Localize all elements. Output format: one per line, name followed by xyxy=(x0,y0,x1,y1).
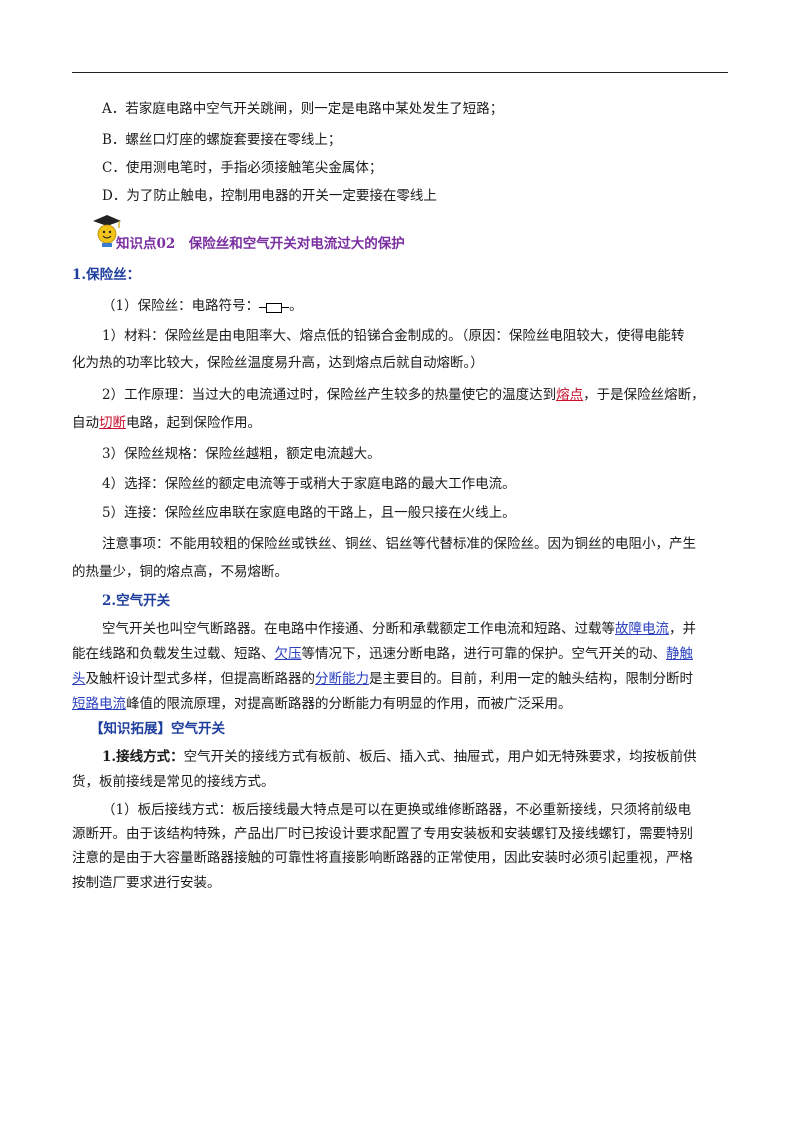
cut-off-link[interactable]: 切断 xyxy=(99,415,126,431)
fuse-select: 4）选择：保险丝的额定电流等于或稍大于家庭电路的最大工作电流。 xyxy=(102,476,516,492)
wiring-line-2: 货，板前接线是常见的接线方式。 xyxy=(72,774,275,790)
switch-line-4: 短路电流峰值的限流原理，对提高断路器的分断能力有明显的作用，而被广泛采用。 xyxy=(72,695,732,713)
fuse-principle-line-2: 自动切断电路，起到保险作用。 xyxy=(72,414,732,432)
wiring-text-1: 空气开关的接线方式有板前、板后、插入式、抽屉式，用户如无特殊要求，均按板前供 xyxy=(183,749,697,765)
static-contact-link[interactable]: 静触 xyxy=(666,646,693,662)
option-a: A．若家庭电路中空气开关跳闸，则一定是电路中某处发生了短路； xyxy=(102,101,504,117)
breaking-capacity-link[interactable]: 分断能力 xyxy=(315,671,369,687)
wiring-label: 1.接线方式： xyxy=(102,749,184,765)
fuse-principle-line-1: 2）工作原理：当过大的电流通过时，保险丝产生较多的热量使它的温度达到熔点，于是保… xyxy=(102,386,762,404)
fuse-symbol-prefix: （1）保险丝：电路符号： xyxy=(102,298,260,314)
switch-text-4a: 峰值的限流原理，对提高断路器的分断能力有明显的作用，而被广泛采用。 xyxy=(126,696,572,712)
switch-text-1a: 空气开关也叫空气断路器。在电路中作接通、分断和承载额定工作电流和短路、过载等 xyxy=(102,621,615,637)
fuse-material-line-2: 化为热的功率比较大，保险丝温度易升高，达到熔点后就自动熔断。） xyxy=(72,355,484,371)
fuse-heading: 1.保险丝： xyxy=(72,267,141,283)
section-title: 知识点02 保险丝和空气开关对电流过大的保护 xyxy=(116,236,405,252)
fuse-connect: 5）连接：保险丝应串联在家庭电路的干路上，且一般只接在火线上。 xyxy=(102,505,516,521)
header-rule xyxy=(72,72,728,73)
rear-wiring-line-3: 注意的是由于大容量断路器接触的可靠性将直接影响断路器的正常使用，因此安装时必须引… xyxy=(72,850,693,866)
fuse-symbol-suffix: 。 xyxy=(289,298,303,314)
switch-text-3b: 是主要目的。目前，利用一定的触头结构，限制分断时 xyxy=(369,671,693,687)
wiring-line-1: 1.接线方式：空气开关的接线方式有板前、板后、插入式、抽屉式，用户如无特殊要求，… xyxy=(102,748,762,766)
principle-text-c: 自动 xyxy=(72,415,99,431)
melting-point-link[interactable]: 熔点 xyxy=(556,387,584,403)
fuse-symbol-line: （1）保险丝：电路符号： 。 xyxy=(102,297,762,315)
rear-wiring-line-2: 源断开。由于该结构特殊，产品出厂时已按设计要求配置了专用安装板和安装螺钉及接线螺… xyxy=(72,826,693,842)
static-contact-link-end[interactable]: 头 xyxy=(72,671,86,687)
fuse-spec: 3）保险丝规格：保险丝越粗，额定电流越大。 xyxy=(102,446,381,462)
fuse-note-line-1: 注意事项：不能用较粗的保险丝或铁丝、铜丝、铝丝等代替标准的保险丝。因为铜丝的电阻… xyxy=(102,536,696,552)
option-b: B．螺丝口灯座的螺旋套要接在零线上； xyxy=(102,132,342,148)
fuse-note-line-2: 的热量少，铜的熔点高，不易熔断。 xyxy=(72,564,288,580)
switch-text-2a: 能在线路和负载发生过载、短路、 xyxy=(72,646,275,662)
rear-wiring-line-1: （1）板后接线方式：板后接线最大特点是可以在更换或维修断路器，不必重新接线，只须… xyxy=(102,802,692,818)
switch-text-1b: ，并 xyxy=(669,621,696,637)
fuse-material-line-1: 1）材料：保险丝是由电阻率大、熔点低的铅锑合金制成的。（原因：保险丝电阻较大，使… xyxy=(102,328,685,344)
short-circuit-current-link[interactable]: 短路电流 xyxy=(72,696,126,712)
principle-text-a: 2）工作原理：当过大的电流通过时，保险丝产生较多的热量使它的温度达到 xyxy=(102,387,557,403)
extension-heading: 【知识拓展】空气开关 xyxy=(90,721,225,737)
switch-heading: 2.空气开关 xyxy=(102,593,171,609)
switch-text-2b: 等情况下，迅速分断电路，进行可靠的保护。空气开关的动、 xyxy=(301,646,667,662)
switch-text-3a: 及触杆设计型式多样，但提高断路器的 xyxy=(85,671,316,687)
fault-current-link[interactable]: 故障电流 xyxy=(615,621,669,637)
rear-wiring-line-4: 按制造厂要求进行安装。 xyxy=(72,875,221,891)
fuse-symbol-icon xyxy=(259,302,290,313)
switch-line-2: 能在线路和负载发生过载、短路、欠压等情况下，迅速分断电路，进行可靠的保护。空气开… xyxy=(72,645,732,663)
switch-line-3: 头及触杆设计型式多样，但提高断路器的分断能力是主要目的。目前，利用一定的触头结构… xyxy=(72,670,732,688)
undervoltage-link[interactable]: 欠压 xyxy=(274,646,302,662)
principle-text-b: ，于是保险丝熔断， xyxy=(583,387,705,403)
option-d: D．为了防止触电，控制用电器的开关一定要接在零线上 xyxy=(102,188,437,204)
switch-line-1: 空气开关也叫空气断路器。在电路中作接通、分断和承载额定工作电流和短路、过载等故障… xyxy=(102,620,762,638)
option-c: C．使用测电笔时，手指必须接触笔尖金属体； xyxy=(102,160,383,176)
scholar-mascot-icon xyxy=(93,215,121,247)
principle-text-d: 电路，起到保险作用。 xyxy=(126,415,261,431)
